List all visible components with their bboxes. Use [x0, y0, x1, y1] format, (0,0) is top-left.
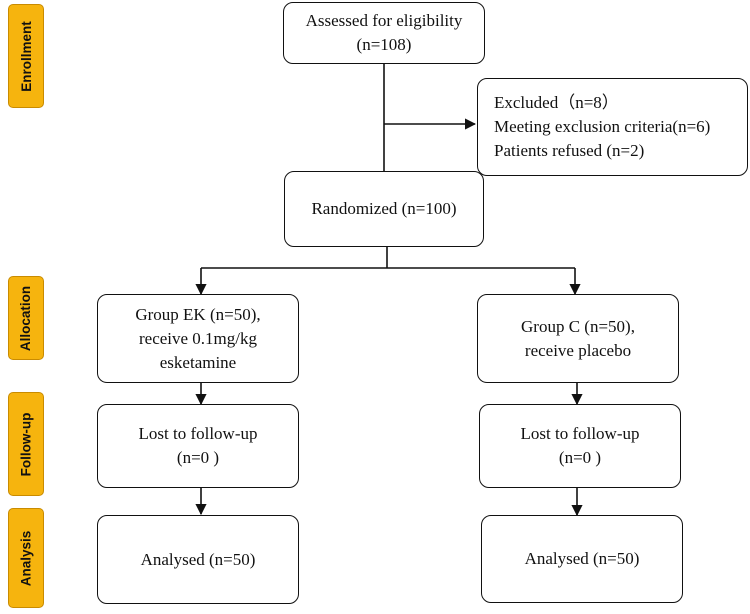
assessed-count: (n=108) [356, 35, 412, 54]
group-ek-drug: esketamine [159, 352, 237, 372]
stage-tag-enrollment: Enrollment [8, 4, 44, 108]
group-ek-follow-up-box: Lost to follow-up (n=0 ) [97, 404, 299, 488]
group-c-name: Group C (n=50), [521, 316, 635, 336]
stage-tag-analysis: Analysis [8, 508, 44, 608]
stage-label-analysis: Analysis [18, 530, 34, 586]
group-ek-allocation-box: Group EK (n=50), receive 0.1mg/kg esketa… [97, 294, 299, 383]
group-c-follow-up-box: Lost to follow-up (n=0 ) [479, 404, 681, 488]
group-c-lost-count: (n=0 ) [558, 448, 602, 467]
group-ek-lost-label: Lost to follow-up [138, 424, 258, 443]
excluded-box: Excluded（n=8） Meeting exclusion criteria… [477, 78, 748, 176]
group-c-allocation-box: Group C (n=50), receive placebo [477, 294, 679, 383]
group-ek-dose: receive 0.1mg/kg [138, 328, 257, 348]
group-c-treatment: receive placebo [524, 340, 632, 360]
group-c-analysis-box: Analysed (n=50) [481, 515, 683, 603]
group-c-analysed: Analysed (n=50) [524, 549, 640, 568]
group-ek-analysed: Analysed (n=50) [140, 549, 256, 569]
stage-label-enrollment: Enrollment [18, 20, 34, 92]
randomized-label: Randomized (n=100) [311, 199, 457, 218]
stage-tag-follow-up: Follow-up [8, 392, 44, 496]
excluded-criteria: Meeting exclusion criteria(n=6) [494, 117, 711, 136]
assessed-title: Assessed for eligibility [305, 11, 463, 30]
assessed-box: Assessed for eligibility (n=108) [283, 2, 485, 64]
group-c-lost-label: Lost to follow-up [520, 424, 640, 443]
stage-label-allocation: Allocation [18, 285, 34, 351]
excluded-refused: Patients refused (n=2) [494, 141, 645, 160]
randomized-box: Randomized (n=100) [284, 171, 484, 247]
excluded-title: Excluded（n=8） [494, 93, 619, 112]
stage-tag-allocation: Allocation [8, 276, 44, 360]
stage-label-follow-up: Follow-up [18, 412, 34, 476]
group-ek-name: Group EK (n=50), [135, 304, 261, 324]
group-ek-lost-count: (n=0 ) [176, 448, 220, 467]
group-ek-analysis-box: Analysed (n=50) [97, 515, 299, 604]
